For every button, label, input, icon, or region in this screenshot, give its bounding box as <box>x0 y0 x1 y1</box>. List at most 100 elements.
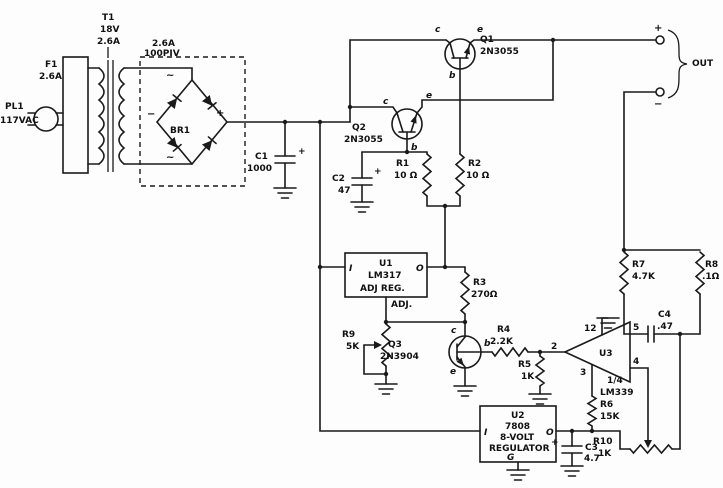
r9-value-label: 5K <box>346 342 360 352</box>
u3-fraction-label: 1/4 <box>607 376 623 386</box>
u2-pin-out-label: O <box>546 428 554 438</box>
u1-pin-in-label: I <box>349 264 353 274</box>
capacitor-c1: + C1 1000 <box>247 147 306 199</box>
r8-value-label: .1Ω <box>702 272 720 282</box>
r7-ref-label: R7 <box>632 260 645 270</box>
c1-ref-label: C1 <box>255 152 268 162</box>
out-label: OUT <box>692 59 714 69</box>
r10-value-label: 1K <box>598 449 612 459</box>
u2-ref-label: U2 <box>511 411 525 421</box>
f1-value-label: 2.6A <box>39 72 62 82</box>
q2-ref-label: Q2 <box>352 123 366 133</box>
resistor-r4: R4 2.2K <box>490 325 529 358</box>
comparator-u3: 2 12 5 4 3 U3 1/4 LM339 <box>551 317 639 398</box>
wiring <box>27 39 701 471</box>
regulator-u2: U2 7808 8-VOLT REGULATOR I O G <box>479 405 557 481</box>
u2-descr2-label: REGULATOR <box>489 444 550 454</box>
u1-part-label: LM317 <box>368 271 401 281</box>
u2-descr1-label: 8-VOLT <box>500 433 535 443</box>
u2-pin-in-label: I <box>484 428 488 438</box>
ac-plug-pl1: PL1 117VAC <box>0 102 59 132</box>
r6-value-label: 15K <box>600 412 621 422</box>
q3-ref-label: Q3 <box>388 340 402 350</box>
potentiometer-r9: R9 5K <box>342 323 398 395</box>
transistor-q2: c e b Q2 2N3055 <box>344 91 432 153</box>
resistor-r1: R1 10 Ω <box>394 153 433 197</box>
q1-emitter-label: e <box>477 25 483 35</box>
q3-collector-label: c <box>451 326 457 336</box>
q3-value-label: 2N3904 <box>380 352 419 362</box>
c3-value-label: 4.7 <box>584 454 600 464</box>
br1-ac-bottom-label: ~ <box>166 152 174 163</box>
u1-ref-label: U1 <box>379 259 393 269</box>
c1-value-label: 1000 <box>247 164 272 174</box>
u3-pin-ground-label: 12 <box>584 324 597 334</box>
c3-ref-label: C3 <box>585 443 598 453</box>
q1-collector-label: c <box>435 25 441 35</box>
capacitor-c3: + C3 4.7 <box>551 438 600 477</box>
u3-part-label: LM339 <box>600 388 633 398</box>
r5-ref-label: R5 <box>518 360 531 370</box>
u3-pin-supply-label: 3 <box>580 368 586 378</box>
capacitor-c4: C4 .47 <box>647 310 673 343</box>
r5-value-label: 1K <box>521 372 535 382</box>
r2-ref-label: R2 <box>468 159 481 169</box>
u2-pin-gnd-label: G <box>507 453 514 463</box>
t1-current-label: 2.6A <box>97 37 120 47</box>
c3-plus-label: + <box>551 438 559 448</box>
bridge-rectifier-br1: 2.6A 100PIV ~ − + BR1 ~ <box>139 39 246 187</box>
q1-base-label: b <box>449 71 456 81</box>
u2-part-label: 7808 <box>505 422 530 432</box>
c1-plus-label: + <box>298 147 306 157</box>
r1-ref-label: R1 <box>396 159 409 169</box>
q2-collector-label: c <box>383 97 389 107</box>
r3-ref-label: R3 <box>473 278 486 288</box>
c4-value-label: .47 <box>657 322 673 332</box>
u1-pin-out-label: O <box>416 264 424 274</box>
r4-value-label: 2.2K <box>490 337 514 347</box>
br1-ref-label: BR1 <box>170 126 190 136</box>
resistor-r6: R6 15K <box>586 395 621 427</box>
q2-emitter-label: e <box>426 91 432 101</box>
r4-ref-label: R4 <box>497 325 510 335</box>
u3-ref-label: U3 <box>599 349 613 359</box>
t1-voltage-label: 18V <box>100 25 120 35</box>
br1-minus-label: − <box>147 109 155 120</box>
br1-rating-current-label: 2.6A <box>152 39 175 49</box>
br1-ac-top-label: ~ <box>166 70 174 81</box>
u3-pin-in-plus-label: 5 <box>633 323 639 333</box>
q2-value-label: 2N3055 <box>344 135 383 145</box>
q1-ref-label: Q1 <box>480 35 494 45</box>
c2-plus-label: + <box>374 167 382 177</box>
q3-emitter-label: e <box>450 367 456 377</box>
r10-ref-label: R10 <box>593 437 612 447</box>
c2-ref-label: C2 <box>332 174 345 184</box>
transistor-q3: c b e Q3 2N3904 <box>380 326 491 397</box>
regulator-u1: U1 LM317 ADJ REG. I O ADJ. <box>344 252 428 310</box>
t1-ref-label: T1 <box>102 13 114 23</box>
resistor-r3: R3 270Ω <box>459 271 498 315</box>
u1-pin-adj-label: ADJ. <box>391 300 412 310</box>
output-terminals: + − OUT <box>654 23 714 110</box>
u3-pin-output-label: 2 <box>551 342 557 352</box>
r1-value-label: 10 Ω <box>394 171 418 181</box>
transistor-q1: c e b Q1 2N3055 <box>435 25 519 81</box>
c2-value-label: 47 <box>338 186 351 196</box>
capacitor-c2: C2 47 + <box>332 167 382 213</box>
transformer-t1: T1 18V 2.6A <box>97 13 126 172</box>
out-plus-label: + <box>654 23 662 34</box>
out-minus-label: − <box>654 99 662 110</box>
r7-value-label: 4.7K <box>632 272 656 282</box>
q2-base-label: b <box>411 143 418 153</box>
u1-descr-label: ADJ REG. <box>360 284 405 294</box>
r9-ref-label: R9 <box>342 330 355 340</box>
u3-pin-in-minus-label: 4 <box>633 357 639 367</box>
r6-ref-label: R6 <box>600 400 613 410</box>
potentiometer-r10: R10 1K <box>593 437 673 459</box>
f1-ref-label: F1 <box>45 60 57 70</box>
resistor-r5: R5 1K <box>518 355 552 405</box>
fuse-f1: F1 2.6A <box>39 56 89 174</box>
resistor-r2: R2 10 Ω <box>454 153 490 197</box>
